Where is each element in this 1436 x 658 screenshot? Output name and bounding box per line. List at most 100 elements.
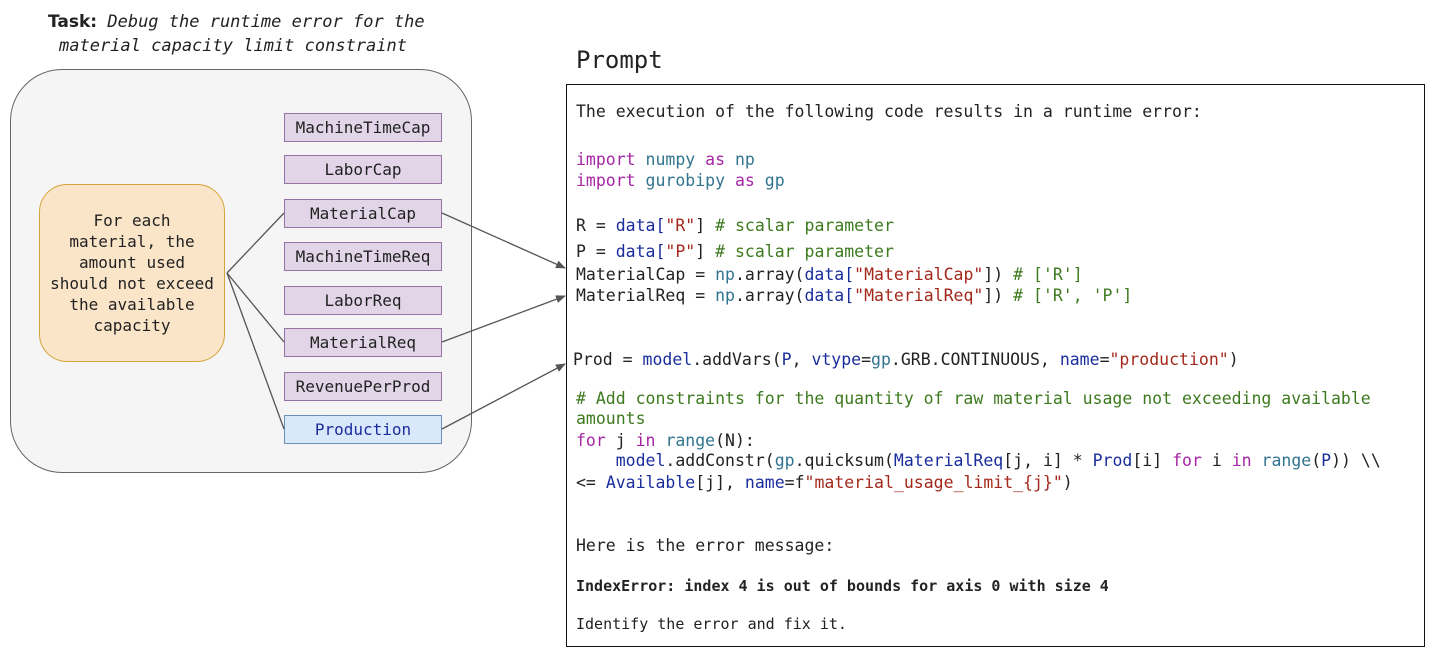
code-text: .GRB.CONTINUOUS, [890, 350, 1060, 369]
code-string: "P" [665, 242, 696, 261]
code-comment-line-1: # Add constraints for the quantity of ra… [576, 389, 1371, 408]
code-text: j [605, 431, 636, 450]
edge-desc-to-production [226, 272, 285, 430]
code-comment: # scalar parameter [715, 216, 894, 235]
code-text: R = [576, 216, 616, 235]
param-material-req: MaterialReq [284, 328, 442, 357]
constraint-description-box: For each material, the amount used shoul… [39, 184, 225, 362]
code-keyword: in [1231, 451, 1252, 470]
code-module: np [734, 150, 755, 169]
code-line-prod: Prod = model.addVars(P, vtype=gp.GRB.CON… [573, 350, 1239, 370]
code-text: (N): [715, 431, 755, 450]
code-text: name [1059, 350, 1100, 369]
prompt-title: Prompt [576, 46, 663, 74]
task-heading: Task: Debug the runtime error for the ma… [48, 10, 425, 58]
code-comment: # ['R', 'P'] [1013, 286, 1133, 305]
code-text: MaterialReq = [576, 286, 716, 305]
code-import-numpy: import numpy as np [576, 150, 755, 170]
arrow-materialcap-to-code [441, 212, 566, 269]
param-label: LaborReq [324, 291, 402, 310]
param-label: MachineTimeCap [295, 118, 431, 137]
code-string: "production" [1109, 350, 1229, 369]
code-keyword: for [1172, 451, 1202, 470]
code-module: gurobipy [645, 171, 726, 190]
code-text: .addConstr( [665, 451, 775, 470]
code-constr-line-2: <= Available[j], name=f"material_usage_l… [576, 473, 1073, 493]
code-text: = [861, 350, 872, 369]
code-text: ]) [983, 286, 1014, 305]
param-label: MaterialReq [310, 333, 416, 352]
task-label: Task: [48, 12, 98, 32]
code-text: <= [576, 473, 606, 492]
code-keyword: as [705, 150, 726, 169]
code-text: [j], [695, 473, 745, 492]
code-module: gp [764, 171, 785, 190]
param-material-cap: MaterialCap [284, 199, 442, 228]
code-text: name [744, 473, 785, 492]
code-line-r: R = data["R"] # scalar parameter [576, 216, 894, 236]
code-text: .array( [734, 286, 805, 305]
code-text: data[ [615, 242, 666, 261]
code-text: ]) [983, 265, 1014, 284]
arrow-production-to-code [441, 363, 566, 430]
param-label: MachineTimeReq [295, 247, 431, 266]
variable-production: Production [284, 415, 442, 444]
constraint-description-text: For each material, the amount used shoul… [50, 211, 214, 335]
code-text: ) [1228, 350, 1239, 369]
code-module: numpy [645, 150, 696, 169]
arrow-materialreq-to-code [441, 295, 566, 343]
code-text: data[ [804, 265, 855, 284]
code-text: P [781, 350, 792, 369]
code-comment: # scalar parameter [715, 242, 894, 261]
code-text: Prod = [573, 350, 643, 369]
code-text [576, 451, 616, 470]
code-keyword: in [635, 431, 656, 450]
code-text: )) \\ [1331, 451, 1381, 470]
code-text: P [1321, 451, 1332, 470]
edge-desc-to-materialcap [226, 212, 285, 274]
code-module: range [665, 431, 716, 450]
code-string: "MaterialCap" [854, 265, 984, 284]
code-keyword: for [576, 431, 606, 450]
code-keyword: import [576, 171, 636, 190]
code-text: .array( [734, 265, 805, 284]
code-text: model [615, 451, 666, 470]
prompt-box [566, 84, 1425, 647]
param-labor-req: LaborReq [284, 286, 442, 315]
code-text: [i] [1132, 451, 1173, 470]
code-text: ] [695, 216, 716, 235]
code-text: =f [784, 473, 805, 492]
code-constr-line: model.addConstr(gp.quicksum(MaterialReq[… [576, 451, 1381, 471]
code-module: np [715, 286, 735, 305]
param-label: RevenuePerProd [295, 377, 431, 396]
code-keyword: as [734, 171, 755, 190]
task-line-1: Debug the runtime error for the [107, 12, 425, 32]
code-text: ] [695, 242, 716, 261]
error-message: IndexError: index 4 is out of bounds for… [576, 577, 1109, 595]
code-comment: # ['R'] [1013, 265, 1083, 284]
param-revenue-per-prod: RevenuePerProd [284, 372, 442, 401]
param-label: Production [314, 420, 412, 439]
code-for-line: for j in range(N): [576, 431, 755, 451]
param-labor-cap: LaborCap [284, 155, 442, 184]
code-text: MaterialCap = [576, 265, 716, 284]
code-comment-line-2: amounts [576, 409, 646, 428]
code-text: ) [1062, 473, 1073, 492]
code-text [1252, 451, 1262, 470]
code-text: P = [576, 242, 616, 261]
param-label: MaterialCap [310, 204, 416, 223]
task-line-2: material capacity limit constraint [59, 36, 407, 56]
prompt-intro: The execution of the following code resu… [576, 102, 1202, 121]
code-text: model [642, 350, 693, 369]
edge-desc-to-materialreq [226, 272, 285, 343]
code-text: vtype [811, 350, 862, 369]
code-module: np [715, 265, 735, 284]
code-text: data[ [804, 286, 855, 305]
code-module: range [1261, 451, 1312, 470]
param-label: LaborCap [324, 160, 402, 179]
code-text: i [1201, 451, 1232, 470]
code-string: "MaterialReq" [854, 286, 984, 305]
code-text: MaterialReq [893, 451, 1004, 470]
code-line-p: P = data["P"] # scalar parameter [576, 242, 894, 262]
